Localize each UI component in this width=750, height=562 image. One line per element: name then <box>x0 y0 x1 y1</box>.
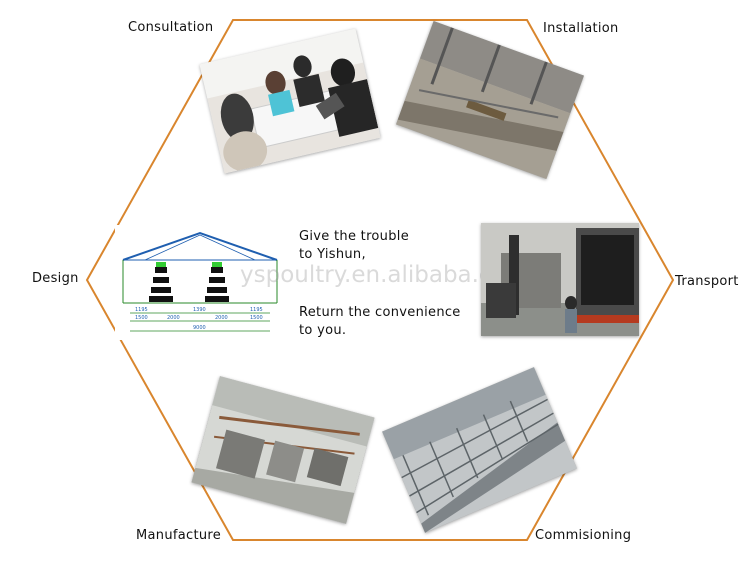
step-label-design: Design <box>32 271 79 286</box>
slogan-line-3: Return the convenience <box>299 305 461 320</box>
commissioning-photo <box>382 367 577 533</box>
slogan-line-2: to Yishun, <box>299 247 366 262</box>
dim-mid-1: 1500 <box>135 315 148 321</box>
installation-photo <box>396 20 584 180</box>
slogan-bottom: Return the convenience to you. <box>299 304 461 340</box>
consultation-photo <box>199 28 381 174</box>
slogan-top: Give the trouble to Yishun, <box>299 228 409 264</box>
step-label-installation: Installation <box>543 21 619 36</box>
step-label-commissioning: Commisioning <box>535 528 632 543</box>
step-label-consultation: Consultation <box>128 20 214 35</box>
step-label-transport: Transport <box>675 274 739 289</box>
transport-photo <box>481 223 639 336</box>
hexagon-outline <box>85 19 675 541</box>
design-drawing: 1195 1390 1195 1500 2000 2000 1500 9000 <box>115 225 285 340</box>
dim-mid-2: 2000 <box>167 315 180 321</box>
dim-top-2: 1390 <box>193 307 206 313</box>
dim-top-3: 1195 <box>250 307 263 313</box>
watermark: yspoultry.en.alibaba.com <box>240 262 529 288</box>
dim-total: 9000 <box>193 325 206 331</box>
dim-mid-3: 2000 <box>215 315 228 321</box>
manufacture-photo <box>191 376 375 524</box>
step-label-manufacture: Manufacture <box>136 528 222 543</box>
slogan-line-1: Give the trouble <box>299 229 409 244</box>
dim-top-1: 1195 <box>135 307 148 313</box>
slogan-line-4: to you. <box>299 323 347 338</box>
dim-mid-4: 1500 <box>250 315 263 321</box>
